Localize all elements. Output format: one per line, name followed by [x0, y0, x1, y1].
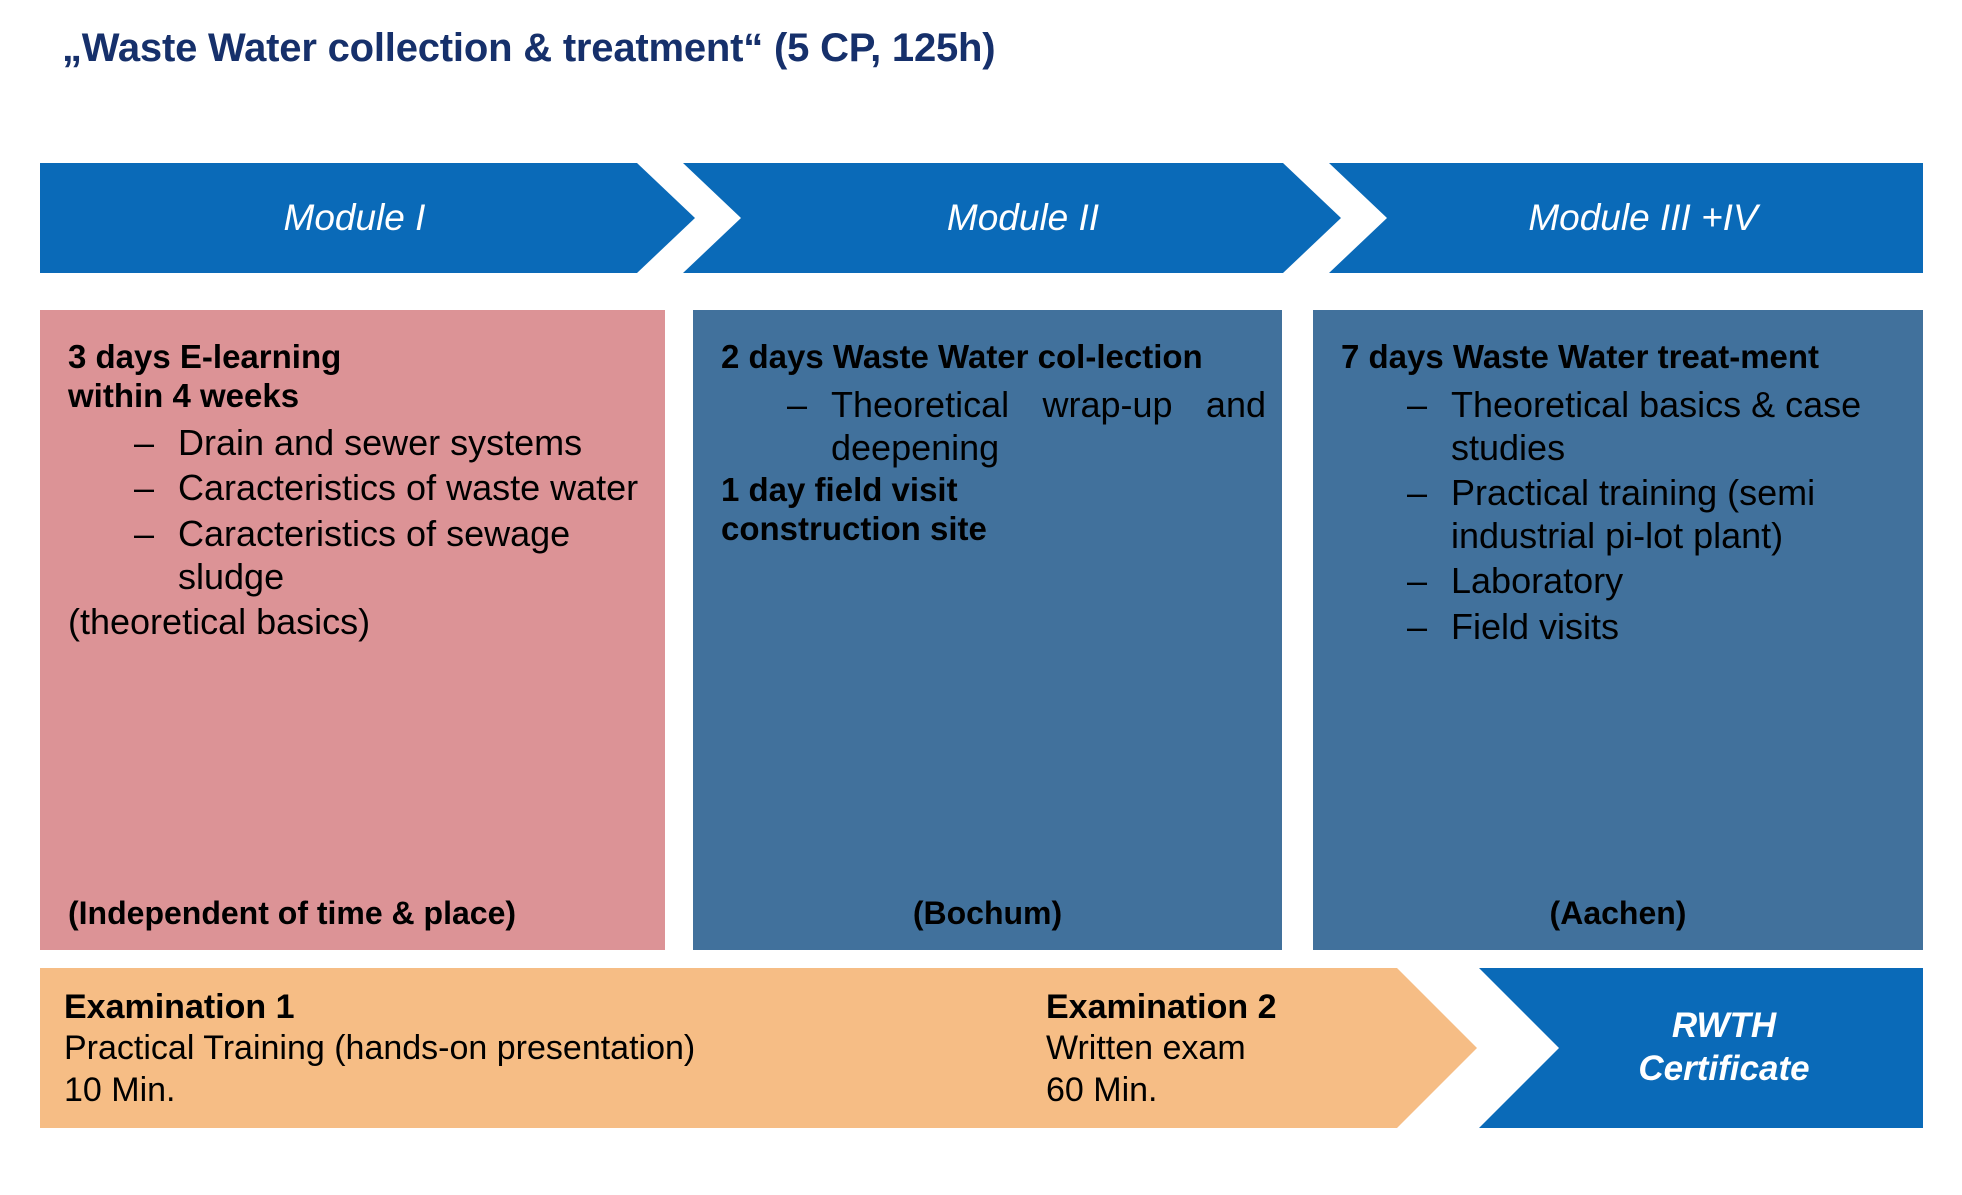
dash-bullet-icon: –	[134, 512, 155, 554]
certificate-label: RWTH Certificate	[1638, 1006, 1810, 1088]
list-item-label: Practical training (semi industrial pi-l…	[1451, 471, 1816, 557]
module-1-content-box: 3 days E-learning within 4 weeks – Drain…	[40, 310, 665, 950]
examination-2-block: Examination 2 Written exam 60 Min.	[1046, 987, 1277, 1111]
module-header-1-label: Module I	[283, 197, 426, 238]
module-1-bullet-list: – Drain and sewer systems – Caracteristi…	[56, 421, 649, 598]
list-item: – Theoretical wrap-up and deepening	[709, 383, 1266, 469]
certificate-box[interactable]: RWTH Certificate	[1479, 968, 1923, 1128]
dash-bullet-icon: –	[1407, 383, 1428, 425]
list-item: – Caracteristics of sewage sludge	[56, 512, 649, 598]
page-title: „Waste Water collection & treatment“ (5 …	[62, 26, 996, 70]
dash-bullet-icon: –	[1407, 471, 1428, 513]
module-2-content-box: 2 days Waste Water col-lection – Theoret…	[693, 310, 1282, 950]
examination-2-duration: 60 Min.	[1046, 1070, 1158, 1109]
list-item-label: Caracteristics of sewage sludge	[178, 512, 571, 597]
dash-bullet-icon: –	[787, 383, 808, 425]
list-item: – Practical training (semi industrial pi…	[1329, 471, 1907, 557]
list-item: – Laboratory	[1329, 559, 1907, 602]
module-header-2-label: Module II	[946, 197, 1100, 238]
list-item: – Caracteristics of waste water	[56, 466, 649, 509]
module-header-3[interactable]: Module III +IV	[1329, 163, 1923, 273]
list-item-label: Theoretical wrap-up and deepening	[831, 383, 1266, 468]
module-2-heading: 2 days Waste Water col-lection	[721, 338, 1203, 375]
dash-bullet-icon: –	[1407, 605, 1428, 647]
module-2-subheading: 1 day field visit construction site	[721, 470, 987, 547]
dash-bullet-icon: –	[134, 467, 155, 509]
module-3-location: (Aachen)	[1549, 895, 1687, 931]
list-item-label: Theoretical basics & case studies	[1451, 383, 1862, 468]
list-item: – Field visits	[1329, 605, 1907, 648]
dash-bullet-icon: –	[1407, 560, 1428, 602]
examination-2-description: Written exam	[1046, 1029, 1246, 1068]
examination-1-title: Examination 1	[64, 988, 295, 1026]
examination-2-title: Examination 2	[1046, 988, 1277, 1026]
module-header-2[interactable]: Module II	[683, 163, 1341, 273]
module-3-bullet-list: – Theoretical basics & case studies – Pr…	[1329, 383, 1907, 648]
list-item-label: Caracteristics of waste water	[178, 467, 639, 509]
examination-1-description: Practical Training (hands-on presentatio…	[64, 1029, 696, 1068]
module-3-heading: 7 days Waste Water treat-ment	[1341, 338, 1820, 375]
list-item: – Theoretical basics & case studies	[1329, 383, 1907, 469]
list-item-label: Drain and sewer systems	[178, 422, 583, 464]
module-3-content-box: 7 days Waste Water treat-ment – Theoreti…	[1313, 310, 1923, 950]
dash-bullet-icon: –	[134, 422, 155, 464]
examination-1-duration: 10 Min.	[64, 1070, 176, 1109]
module-1-location: (Independent of time & place)	[68, 895, 517, 931]
list-item: – Drain and sewer systems	[56, 421, 649, 464]
module-1-note: (theoretical basics)	[68, 600, 371, 642]
module-header-3-label: Module III +IV	[1528, 197, 1758, 238]
module-2-location: (Bochum)	[912, 895, 1063, 931]
examination-bar: Examination 1 Practical Training (hands-…	[40, 968, 1477, 1128]
module-header-1[interactable]: Module I	[40, 163, 695, 273]
module-1-heading: 3 days E-learning within 4 weeks	[68, 338, 342, 414]
list-item-label: Laboratory	[1451, 560, 1624, 602]
list-item-label: Field visits	[1451, 605, 1620, 647]
module-2-bullet-list: – Theoretical wrap-up and deepening	[709, 383, 1266, 469]
examination-1-block: Examination 1 Practical Training (hands-…	[64, 987, 695, 1111]
